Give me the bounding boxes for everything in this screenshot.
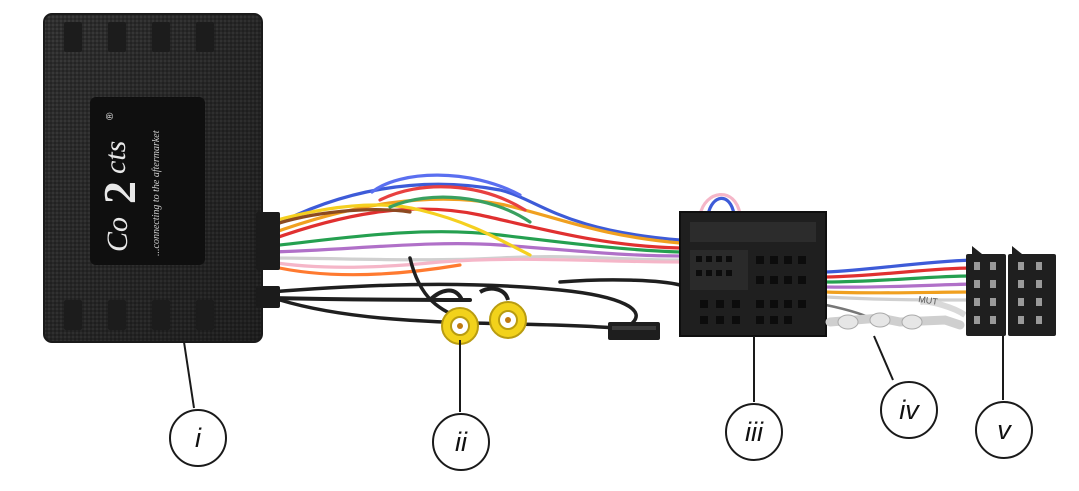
svg-text:2: 2 <box>94 181 145 204</box>
interface-box: Co 2 cts ® ...connecting to the aftermar… <box>43 13 280 343</box>
callout-label-iii: iii <box>745 416 763 447</box>
mute-label: MUT <box>918 294 939 307</box>
wiring-harness <box>268 173 974 330</box>
vehicle-connector <box>679 211 827 337</box>
svg-text:...connecting to the aftermark: ...connecting to the aftermarket <box>151 130 162 256</box>
callout-iv: iv <box>880 381 938 439</box>
callout-label-iv: iv <box>899 394 919 425</box>
callout-leader-lines <box>183 335 1004 412</box>
iso-connectors <box>966 246 1056 336</box>
callout-label-i: i <box>195 422 201 453</box>
svg-text:cts: cts <box>99 141 132 174</box>
mute-spade-connectors: MUT <box>825 294 967 330</box>
svg-text:®: ® <box>105 112 116 120</box>
callout-iii: iii <box>725 403 783 461</box>
brand-logo: Co 2 cts ® ...connecting to the aftermar… <box>94 112 162 256</box>
callout-v: v <box>975 401 1033 459</box>
callout-label-ii: ii <box>455 426 467 457</box>
svg-text:Co: Co <box>101 217 134 252</box>
callout-ii: ii <box>432 413 490 471</box>
small-plug <box>608 322 660 340</box>
rca-connectors <box>428 286 527 345</box>
callout-i: i <box>169 409 227 467</box>
callout-label-v: v <box>997 414 1011 445</box>
